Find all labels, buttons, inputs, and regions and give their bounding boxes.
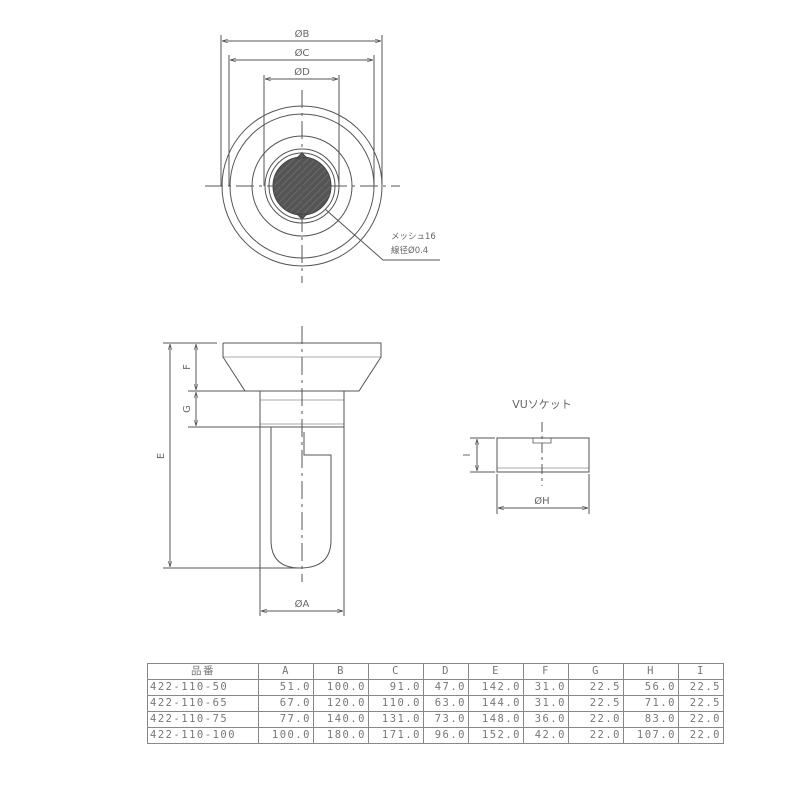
cell-b: 140.0 bbox=[313, 711, 369, 728]
mesh-note-line2: 線径Ø0.4 bbox=[391, 245, 428, 256]
cell-f: 31.0 bbox=[523, 695, 569, 712]
cell-a: 67.0 bbox=[258, 695, 314, 712]
cell-g: 22.5 bbox=[568, 695, 624, 712]
cell-a: 51.0 bbox=[258, 679, 314, 696]
cell-part-number: 422-110-100 bbox=[147, 727, 259, 744]
header-part-number: 品番 bbox=[147, 663, 259, 680]
header-d: D bbox=[423, 663, 469, 680]
cell-b: 100.0 bbox=[313, 679, 369, 696]
dimension-table: 品番 A B C D E F G H I 422-110-50 51.0 100… bbox=[147, 663, 724, 744]
table-header-row: 品番 A B C D E F G H I bbox=[147, 663, 724, 680]
header-i: I bbox=[678, 663, 724, 680]
cell-g: 22.0 bbox=[568, 711, 624, 728]
cell-c: 91.0 bbox=[368, 679, 424, 696]
cell-i: 22.0 bbox=[678, 727, 724, 744]
cell-f: 42.0 bbox=[523, 727, 569, 744]
cell-h: 56.0 bbox=[623, 679, 679, 696]
cell-part-number: 422-110-50 bbox=[147, 679, 259, 696]
dim-c-label: ØC bbox=[295, 47, 310, 59]
cell-a: 100.0 bbox=[258, 727, 314, 744]
header-h: H bbox=[623, 663, 679, 680]
header-e: E bbox=[468, 663, 524, 680]
dim-a-label: ØA bbox=[295, 598, 310, 610]
cell-b: 120.0 bbox=[313, 695, 369, 712]
cell-g: 22.5 bbox=[568, 679, 624, 696]
cell-e: 148.0 bbox=[468, 711, 524, 728]
cell-c: 110.0 bbox=[368, 695, 424, 712]
dim-g-label: G bbox=[182, 405, 193, 413]
dim-d-label: ØD bbox=[294, 66, 310, 78]
cell-e: 142.0 bbox=[468, 679, 524, 696]
table-row: 422-110-75 77.0 140.0 131.0 73.0 148.0 3… bbox=[147, 711, 724, 728]
dim-h-label: ØH bbox=[534, 495, 549, 507]
cell-i: 22.0 bbox=[678, 711, 724, 728]
cell-i: 22.5 bbox=[678, 695, 724, 712]
cell-e: 144.0 bbox=[468, 695, 524, 712]
dim-f-label: F bbox=[182, 364, 193, 370]
cell-a: 77.0 bbox=[258, 711, 314, 728]
cell-g: 22.0 bbox=[568, 727, 624, 744]
table-row: 422-110-50 51.0 100.0 91.0 47.0 142.0 31… bbox=[147, 679, 724, 696]
socket-title: VUソケット bbox=[512, 398, 572, 411]
cell-c: 131.0 bbox=[368, 711, 424, 728]
side-view bbox=[163, 326, 382, 616]
dim-i-label: I bbox=[462, 454, 473, 457]
table-row: 422-110-65 67.0 120.0 110.0 63.0 144.0 3… bbox=[147, 695, 724, 712]
header-c: C bbox=[368, 663, 424, 680]
cell-b: 180.0 bbox=[313, 727, 369, 744]
cell-d: 73.0 bbox=[423, 711, 469, 728]
cell-h: 107.0 bbox=[623, 727, 679, 744]
table-row: 422-110-100 100.0 180.0 171.0 96.0 152.0… bbox=[147, 727, 724, 744]
header-g: G bbox=[568, 663, 624, 680]
dim-b-label: ØB bbox=[295, 28, 310, 40]
top-view bbox=[205, 35, 440, 283]
cell-f: 31.0 bbox=[523, 679, 569, 696]
cell-e: 152.0 bbox=[468, 727, 524, 744]
socket-view bbox=[470, 422, 590, 514]
header-f: F bbox=[523, 663, 569, 680]
cell-d: 63.0 bbox=[423, 695, 469, 712]
cell-f: 36.0 bbox=[523, 711, 569, 728]
cell-part-number: 422-110-65 bbox=[147, 695, 259, 712]
cell-part-number: 422-110-75 bbox=[147, 711, 259, 728]
cell-i: 22.5 bbox=[678, 679, 724, 696]
mesh-note-line1: メッシュ16 bbox=[391, 232, 436, 242]
cell-d: 47.0 bbox=[423, 679, 469, 696]
cell-d: 96.0 bbox=[423, 727, 469, 744]
cell-h: 83.0 bbox=[623, 711, 679, 728]
cell-c: 171.0 bbox=[368, 727, 424, 744]
dim-e-label: E bbox=[156, 453, 167, 459]
header-b: B bbox=[313, 663, 369, 680]
header-a: A bbox=[258, 663, 314, 680]
cell-h: 71.0 bbox=[623, 695, 679, 712]
